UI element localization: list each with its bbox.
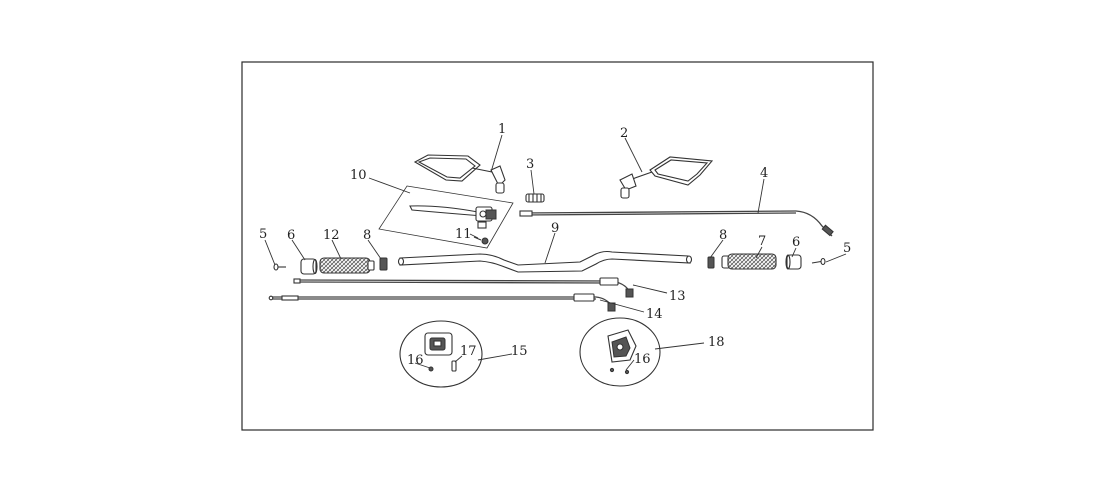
callout-1: 1 — [498, 122, 506, 137]
left-grip — [319, 257, 375, 274]
leader-lines — [264, 134, 847, 371]
callout-16-right: 16 — [634, 352, 651, 367]
callout-17: 17 — [460, 344, 477, 359]
lever-bolt — [473, 236, 489, 245]
cable-adjuster — [525, 193, 545, 203]
diagram-frame — [241, 61, 874, 431]
clutch-cable — [293, 277, 634, 298]
left-bar-end-weight — [300, 258, 318, 275]
right-grip — [721, 253, 777, 270]
left-mirror — [413, 154, 506, 194]
callout-16-left: 16 — [407, 353, 424, 368]
callout-4: 4 — [760, 166, 768, 181]
callout-15: 15 — [511, 344, 528, 359]
callout-10: 10 — [350, 168, 367, 183]
callout-2: 2 — [620, 126, 628, 141]
callout-13: 13 — [669, 289, 686, 304]
left-grip-collar — [379, 257, 388, 271]
right-switch-assembly — [579, 317, 661, 387]
handlebar — [397, 250, 693, 273]
upper-cable — [519, 210, 834, 237]
right-bar-end-weight — [785, 254, 802, 270]
callout-11: 11 — [455, 227, 472, 242]
left-bar-end-screw — [273, 263, 286, 271]
callout-3: 3 — [526, 157, 534, 172]
lower-cable — [268, 293, 616, 312]
right-bar-end-screw — [811, 257, 826, 266]
callout-6-left: 6 — [287, 228, 295, 243]
callout-9: 9 — [551, 221, 559, 236]
callout-5-right: 5 — [843, 241, 851, 256]
right-mirror — [619, 156, 714, 199]
callout-8-right: 8 — [719, 228, 727, 243]
callout-labels: 1 2 3 4 10 5 6 12 8 11 9 8 7 6 5 13 14 1… — [259, 122, 851, 368]
callout-5-left: 5 — [259, 227, 267, 242]
left-switch-assembly — [399, 320, 483, 388]
callout-7: 7 — [758, 234, 766, 249]
right-grip-collar — [707, 256, 715, 269]
lever-assembly — [378, 185, 514, 249]
callout-6-right: 6 — [792, 235, 800, 250]
callout-8-left: 8 — [363, 228, 371, 243]
callout-18: 18 — [708, 335, 725, 350]
callout-12: 12 — [323, 228, 340, 243]
callout-14: 14 — [646, 307, 663, 322]
